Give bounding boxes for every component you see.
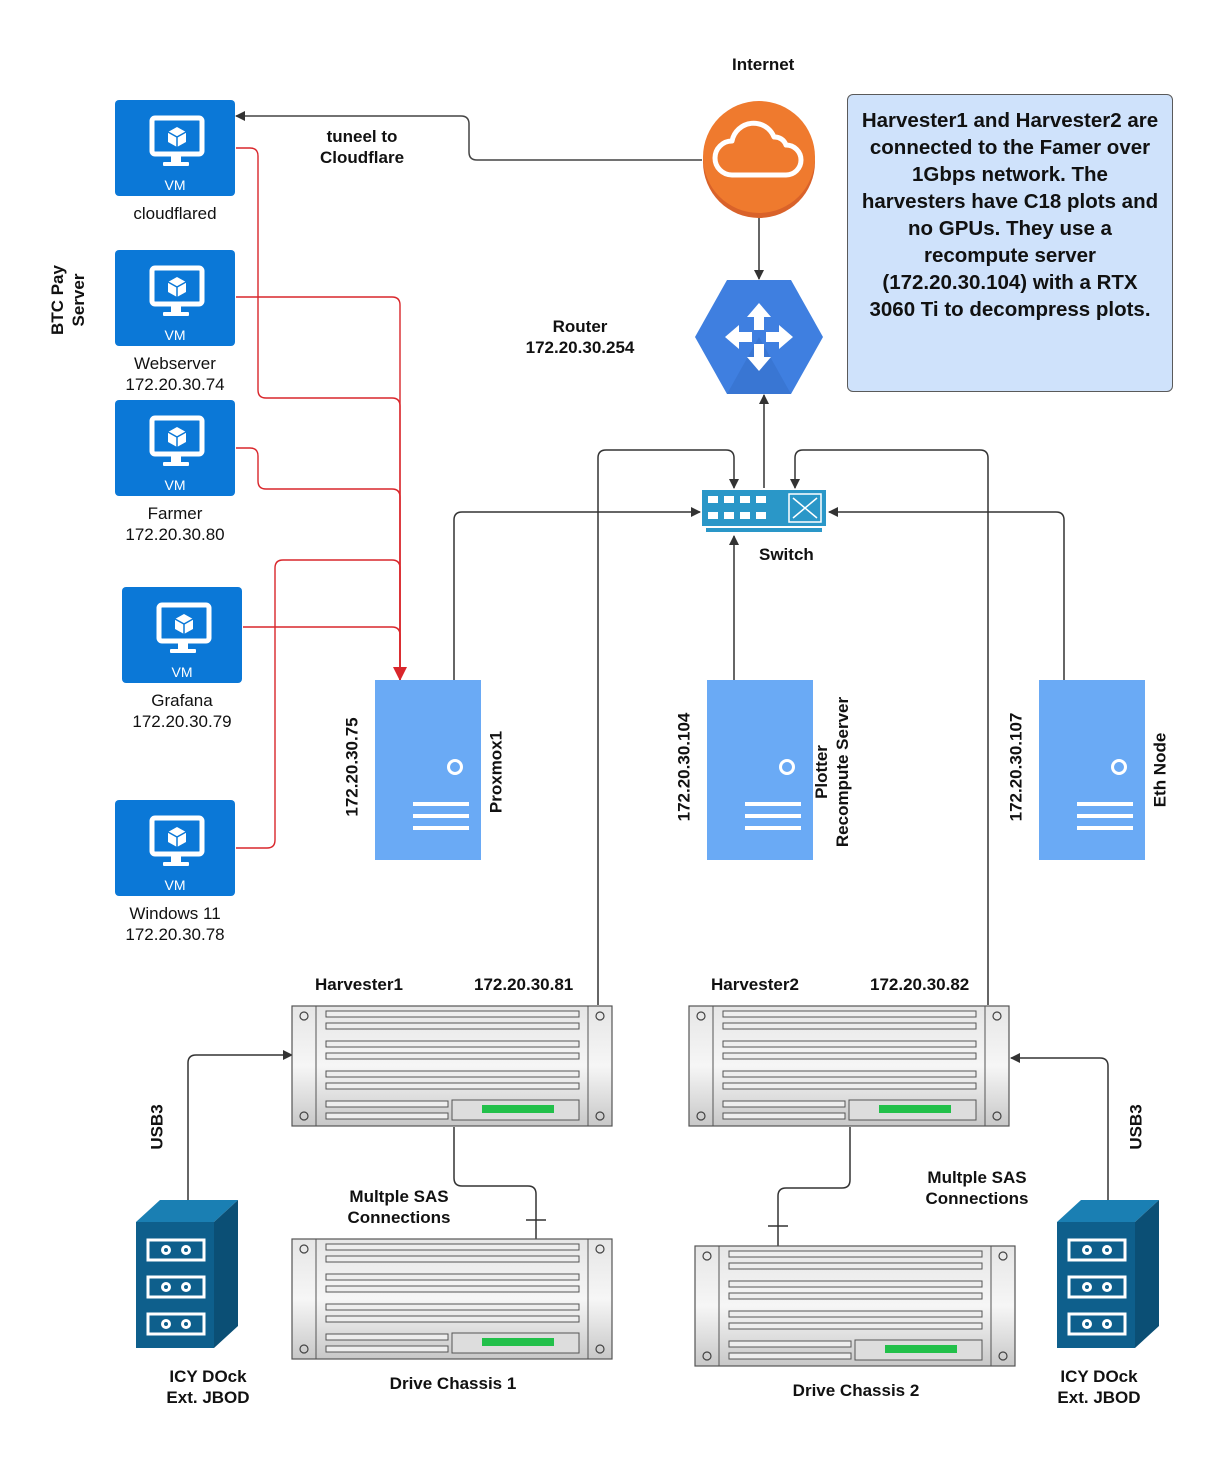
harvester2-name: Harvester2 (711, 975, 799, 994)
sas-link-1 (453, 1127, 537, 1240)
usb-link-2 (1010, 1053, 1109, 1200)
jbod-label-line1: ICY DOck (1060, 1367, 1138, 1386)
rack-drive-chassis-2 (694, 1245, 1016, 1367)
vm-ip: 172.20.30.79 (132, 712, 232, 731)
vm-caption-windows11: VM (164, 877, 186, 893)
connections (187, 111, 1109, 1247)
switch-label: Switch (759, 545, 814, 564)
btc-pay-server-label: BTC Pay Server (47, 265, 89, 335)
proxmox-switch-link (453, 507, 701, 682)
vm-name: Webserver (134, 354, 216, 373)
vm-caption-farmer: VM (164, 477, 186, 493)
harvester-note: Harvester1 and Harvester2 are connected … (847, 94, 1173, 392)
vm-name: Windows 11 (129, 904, 221, 923)
server-plotter (705, 678, 815, 862)
server-eth-node (1037, 678, 1147, 862)
proxmox1-ip: 172.20.30.75 (342, 717, 362, 817)
harvester1-ip: 172.20.30.81 (474, 975, 574, 994)
harvester2-switch-link (790, 449, 989, 1005)
harvester1-switch-link (597, 449, 739, 1005)
rack-drive-chassis-1 (291, 1238, 613, 1360)
eth-node-name: Eth Node (1150, 732, 1170, 808)
plotter-name-line1: Plotter (812, 745, 831, 799)
vm-ip: 172.20.30.78 (125, 925, 225, 944)
usb-link-1 (187, 1050, 293, 1200)
server-proxmox1 (373, 678, 483, 862)
jbod-label-line1: ICY DOck (169, 1367, 247, 1386)
plotter-ip: 172.20.30.104 (674, 712, 694, 822)
router-arrows-icon (725, 303, 793, 371)
sas-label-line2: Connections (347, 1208, 451, 1227)
vm-caption-cloudflared: VM (164, 177, 186, 193)
cloud-icon (712, 120, 804, 178)
vm-label-windows11: Windows 11 172.20.30.78 (95, 903, 255, 945)
vm-label-webserver: Webserver 172.20.30.74 (95, 353, 255, 395)
tunnel-link (235, 111, 702, 161)
internet-label: Internet (732, 55, 795, 74)
plotter-name: Plotter Recompute Server (811, 697, 853, 847)
btc-label-line2: Server (69, 273, 88, 327)
router-label: Router 172.20.30.254 (510, 316, 650, 358)
plotter-name-line2: Recompute Server (833, 696, 852, 848)
drive-chassis-2-label: Drive Chassis 2 (792, 1381, 920, 1400)
sas-link-2 (777, 1127, 851, 1247)
vm-ip: 172.20.30.80 (125, 525, 225, 544)
jbod-label-line2: Ext. JBOD (166, 1388, 250, 1407)
sas-label-line1: Multple SAS (349, 1187, 449, 1206)
btc-label-line1: BTC Pay (48, 265, 67, 335)
jbod-enclosure-1 (134, 1198, 240, 1350)
sas-label-line1: Multple SAS (927, 1168, 1027, 1187)
jbod-label-2: ICY DOck Ext. JBOD (1029, 1366, 1169, 1408)
usb3-label-2: USB3 (1126, 1104, 1146, 1150)
tunnel-label: tuneel to Cloudflare (302, 126, 422, 168)
tunnel-label-line1: tuneel to (326, 127, 398, 146)
sas-label-2: Multple SAS Connections (902, 1167, 1052, 1209)
harvester2-ip: 172.20.30.82 (870, 975, 970, 994)
usb3-label-1: USB3 (147, 1104, 167, 1150)
jbod-label-line2: Ext. JBOD (1057, 1388, 1141, 1407)
vm-label-grafana: Grafana 172.20.30.79 (102, 690, 262, 732)
switch (702, 490, 826, 532)
tunnel-label-line2: Cloudflare (319, 148, 405, 167)
router-ip: 172.20.30.254 (525, 338, 635, 357)
internet-cloud (703, 101, 815, 218)
rack-harvester2 (688, 1005, 1010, 1127)
router (695, 280, 823, 394)
vm-name: Grafana (151, 691, 213, 710)
vm-label-cloudflared: cloudflared (95, 203, 255, 224)
rack-harvester1 (291, 1005, 613, 1127)
drive-chassis-1-label: Drive Chassis 1 (389, 1374, 517, 1393)
vm-proxmox-links (236, 147, 407, 849)
proxmox1-name: Proxmox1 (486, 730, 506, 814)
vm-name: Farmer (147, 504, 203, 523)
router-name: Router (552, 317, 608, 336)
vm-name: cloudflared (133, 204, 217, 223)
sas-label-line2: Connections (925, 1189, 1029, 1208)
vm-label-farmer: Farmer 172.20.30.80 (95, 503, 255, 545)
vm-caption-grafana: VM (171, 664, 193, 680)
jbod-label-1: ICY DOck Ext. JBOD (138, 1366, 278, 1408)
vm-caption-webserver: VM (164, 327, 186, 343)
ethnode-switch-link (828, 507, 1065, 682)
jbod-enclosure-2 (1055, 1198, 1161, 1350)
vm-ip: 172.20.30.74 (125, 375, 225, 394)
eth-node-ip: 172.20.30.107 (1006, 712, 1026, 822)
sas-label-1: Multple SAS Connections (324, 1186, 474, 1228)
harvester1-name: Harvester1 (315, 975, 403, 994)
